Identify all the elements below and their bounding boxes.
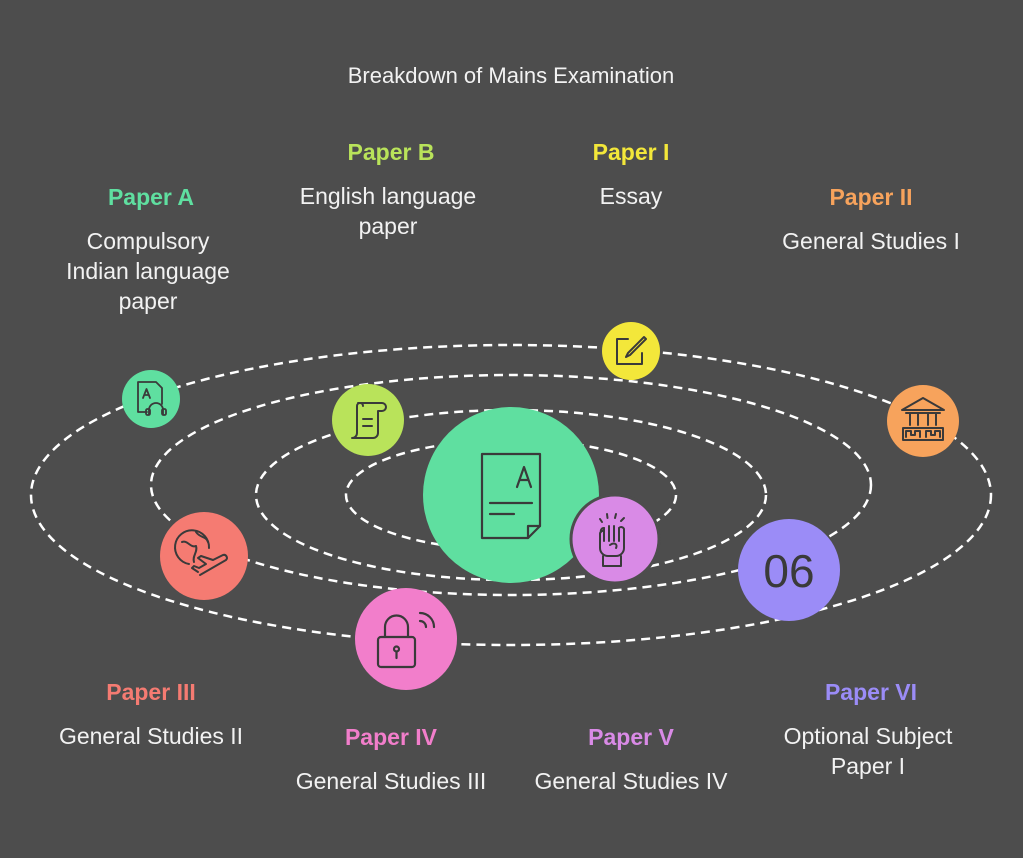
orbit-ring-3 xyxy=(149,373,873,597)
globe-airplane-icon xyxy=(174,529,228,576)
paper-v-description: General Studies IV xyxy=(534,768,728,794)
paper-i-description: Essay xyxy=(599,183,663,209)
paper-iv-node[interactable] xyxy=(355,588,457,690)
scroll-icon xyxy=(351,402,387,439)
paper-a-description: Compulsory Indian language paper xyxy=(66,228,230,314)
classical-building-icon xyxy=(901,397,945,441)
paper-iii-node[interactable] xyxy=(160,512,248,600)
paper-vi-node[interactable]: 06 xyxy=(738,519,840,621)
paper-b-title: Paper B xyxy=(347,139,435,165)
paper-b-node[interactable] xyxy=(332,384,404,456)
paper-iv-description: General Studies III xyxy=(295,768,487,794)
number-06-icon: 06 xyxy=(763,545,814,597)
page-title: Breakdown of Mains Examination xyxy=(347,63,675,88)
document-letter-a-icon xyxy=(480,452,542,540)
lock-signal-icon xyxy=(376,611,436,669)
pen-on-paper-icon xyxy=(616,336,647,365)
paper-iii-title: Paper III xyxy=(106,679,196,705)
orbit-ring-4 xyxy=(29,343,993,647)
paper-iv-title: Paper IV xyxy=(344,724,438,750)
paper-i-title: Paper I xyxy=(592,139,670,165)
paper-a-node[interactable] xyxy=(122,370,180,428)
center-node xyxy=(423,407,599,583)
language-document-headset-icon xyxy=(137,381,167,416)
paper-v-title: Paper V xyxy=(588,724,674,750)
paper-iii-description: General Studies II xyxy=(58,723,244,749)
paper-a-title: Paper A xyxy=(107,184,195,210)
raised-fist-icon xyxy=(599,513,625,567)
paper-ii-node[interactable] xyxy=(887,385,959,457)
paper-v-node[interactable] xyxy=(569,493,661,585)
paper-ii-title: Paper II xyxy=(829,184,913,210)
paper-b-description: English language paper xyxy=(299,183,477,239)
paper-vi-description: Optional Subject Paper I xyxy=(783,723,953,779)
paper-i-node[interactable] xyxy=(602,322,660,380)
paper-ii-description: General Studies I xyxy=(782,228,960,254)
paper-vi-title: Paper VI xyxy=(824,679,918,705)
orbit-ring-2 xyxy=(254,408,768,582)
